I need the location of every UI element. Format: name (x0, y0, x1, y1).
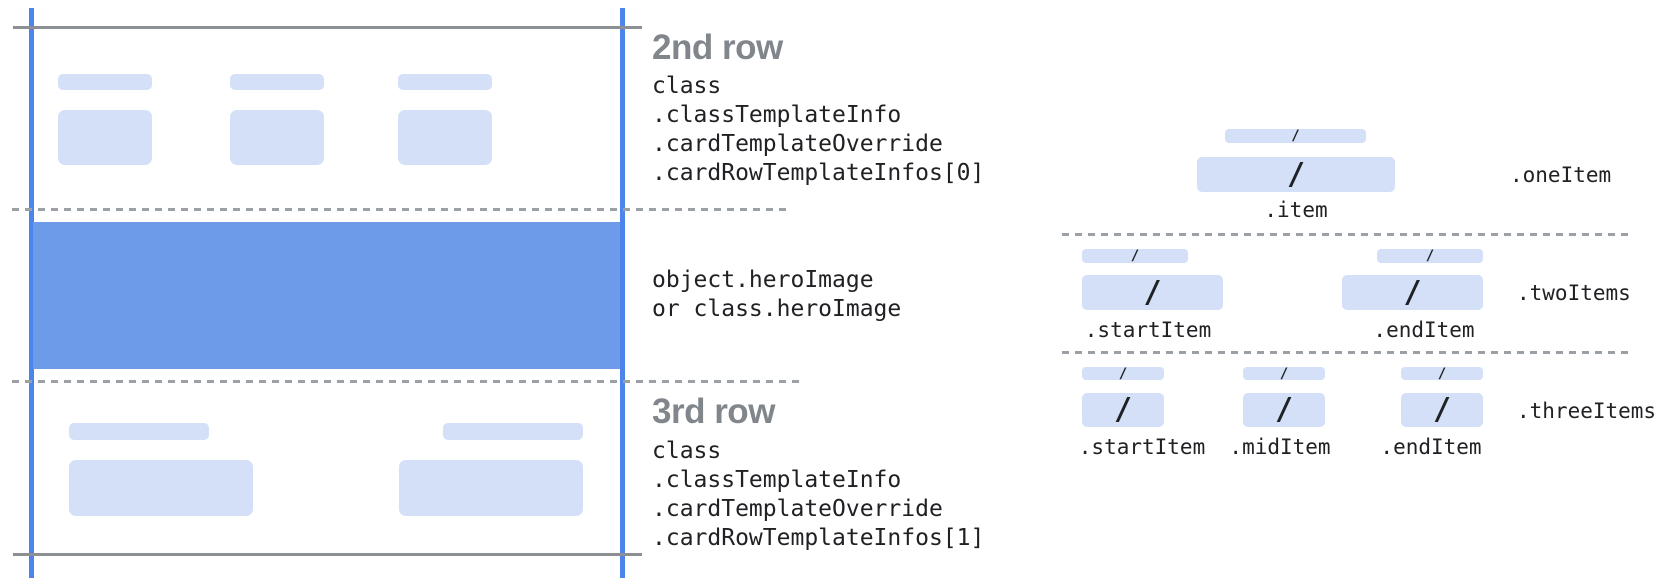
three-items-mid-label-bar: / (1243, 365, 1325, 382)
one-item-group-label: .oneItem (1510, 163, 1612, 187)
three-items-mid-value-bar: / (1243, 393, 1325, 427)
card-top-border-line (13, 26, 642, 29)
row3-code-line: .cardTemplateOverride (652, 496, 943, 522)
value-slash-glyph: / (1113, 392, 1133, 427)
row3-heading: 3rd row (652, 392, 775, 431)
row2-hero-separator-dashed-line (12, 208, 790, 211)
row2-code-line: .cardRowTemplateInfos[0] (652, 160, 985, 186)
row2-col2-label-placeholder (230, 74, 324, 90)
three-items-start-label-bar: / (1082, 365, 1164, 382)
hero-code-line: or class.heroImage (652, 296, 902, 322)
value-slash-glyph: / (1274, 392, 1294, 427)
one-item-item-label: .item (1264, 198, 1328, 222)
row3-start-label-placeholder (69, 423, 209, 440)
hero-code-line: object.heroImage (652, 267, 874, 293)
row2-code-line: class (652, 73, 722, 99)
hero-code-block: object.heroImage or class.heroImage (652, 266, 901, 324)
card-right-guide-line (620, 8, 625, 578)
one-two-separator-dashed-line (1062, 233, 1628, 236)
card-left-guide-line (29, 8, 34, 578)
value-slash-glyph: / (1403, 274, 1422, 310)
hero-image-band (33, 222, 620, 369)
row2-col1-value-placeholder (58, 110, 152, 165)
two-items-start-value-bar: / (1082, 275, 1223, 310)
row2-code-block: class .classTemplateInfo .cardTemplateOv… (652, 72, 984, 188)
row2-heading: 2nd row (652, 28, 783, 67)
two-three-separator-dashed-line (1062, 351, 1628, 354)
label-slash-glyph: / (1118, 365, 1128, 382)
row2-code-line: .classTemplateInfo (652, 102, 902, 128)
three-items-end-label-bar: / (1401, 365, 1483, 382)
value-slash-glyph: / (1432, 392, 1452, 427)
row2-col3-value-placeholder (398, 110, 492, 165)
three-items-end-label: .endItem (1380, 435, 1482, 459)
three-items-start-label: .startItem (1078, 435, 1206, 459)
two-items-start-label: .startItem (1084, 318, 1212, 342)
two-items-end-label: .endItem (1373, 318, 1475, 342)
three-items-start-value-bar: / (1082, 393, 1164, 427)
three-items-mid-label: .midItem (1229, 435, 1331, 459)
one-item-value-bar: / (1197, 157, 1395, 192)
two-items-group-label: .twoItems (1517, 281, 1631, 305)
row3-code-block: class .classTemplateInfo .cardTemplateOv… (652, 437, 984, 553)
row3-start-value-placeholder (69, 460, 253, 516)
label-slash-glyph: / (1291, 128, 1300, 144)
row3-code-line: .cardRowTemplateInfos[1] (652, 525, 985, 551)
row2-col2-value-placeholder (230, 110, 324, 165)
hero-row3-separator-dashed-line (12, 380, 800, 383)
three-items-group-label: .threeItems (1517, 399, 1657, 423)
row3-code-line: .classTemplateInfo (652, 467, 902, 493)
row2-col3-label-placeholder (398, 74, 492, 90)
row3-code-line: class (652, 438, 722, 464)
three-items-end-value-bar: / (1401, 393, 1483, 427)
value-slash-glyph: / (1143, 274, 1162, 310)
row2-col1-label-placeholder (58, 74, 152, 90)
row3-end-label-placeholder (443, 423, 583, 440)
label-slash-glyph: / (1279, 365, 1289, 382)
row2-code-line: .cardTemplateOverride (652, 131, 943, 157)
one-item-label-bar: / (1225, 129, 1366, 143)
card-bottom-border-line (13, 553, 642, 556)
label-slash-glyph: / (1425, 248, 1435, 264)
two-items-end-value-bar: / (1342, 275, 1483, 310)
value-slash-glyph: / (1286, 156, 1306, 192)
row3-end-value-placeholder (399, 460, 583, 516)
two-items-end-label-bar: / (1377, 249, 1483, 263)
label-slash-glyph: / (1437, 365, 1447, 382)
two-items-start-label-bar: / (1082, 249, 1188, 263)
label-slash-glyph: / (1130, 248, 1140, 264)
